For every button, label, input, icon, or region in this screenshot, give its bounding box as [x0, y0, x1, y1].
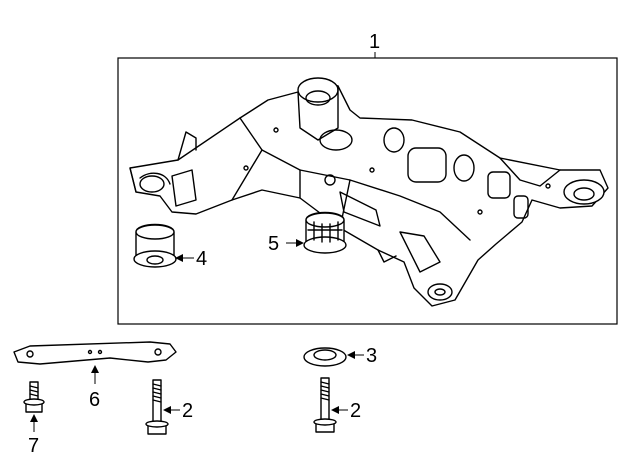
- front-bushing-4: [133, 223, 177, 268]
- callout-2b-label: 2: [350, 400, 361, 422]
- callout-7-label: 7: [28, 435, 39, 457]
- rear-subframe: [129, 77, 609, 307]
- bolt-2a: [145, 379, 169, 435]
- callout-3-label: 3: [366, 345, 377, 367]
- rear-bushing-5: [303, 211, 347, 254]
- brace-6: [13, 341, 177, 365]
- washer-3: [303, 347, 347, 367]
- callout-6-label: 6: [89, 389, 100, 411]
- brace-bolt-7: [23, 381, 45, 413]
- callout-5-label: 5: [268, 233, 279, 255]
- callout-1-label: 1: [369, 31, 380, 53]
- callout-2a-label: 2: [182, 400, 193, 422]
- frame-box: [117, 57, 618, 325]
- bolt-2b: [313, 377, 337, 433]
- callout-4-label: 4: [196, 248, 207, 270]
